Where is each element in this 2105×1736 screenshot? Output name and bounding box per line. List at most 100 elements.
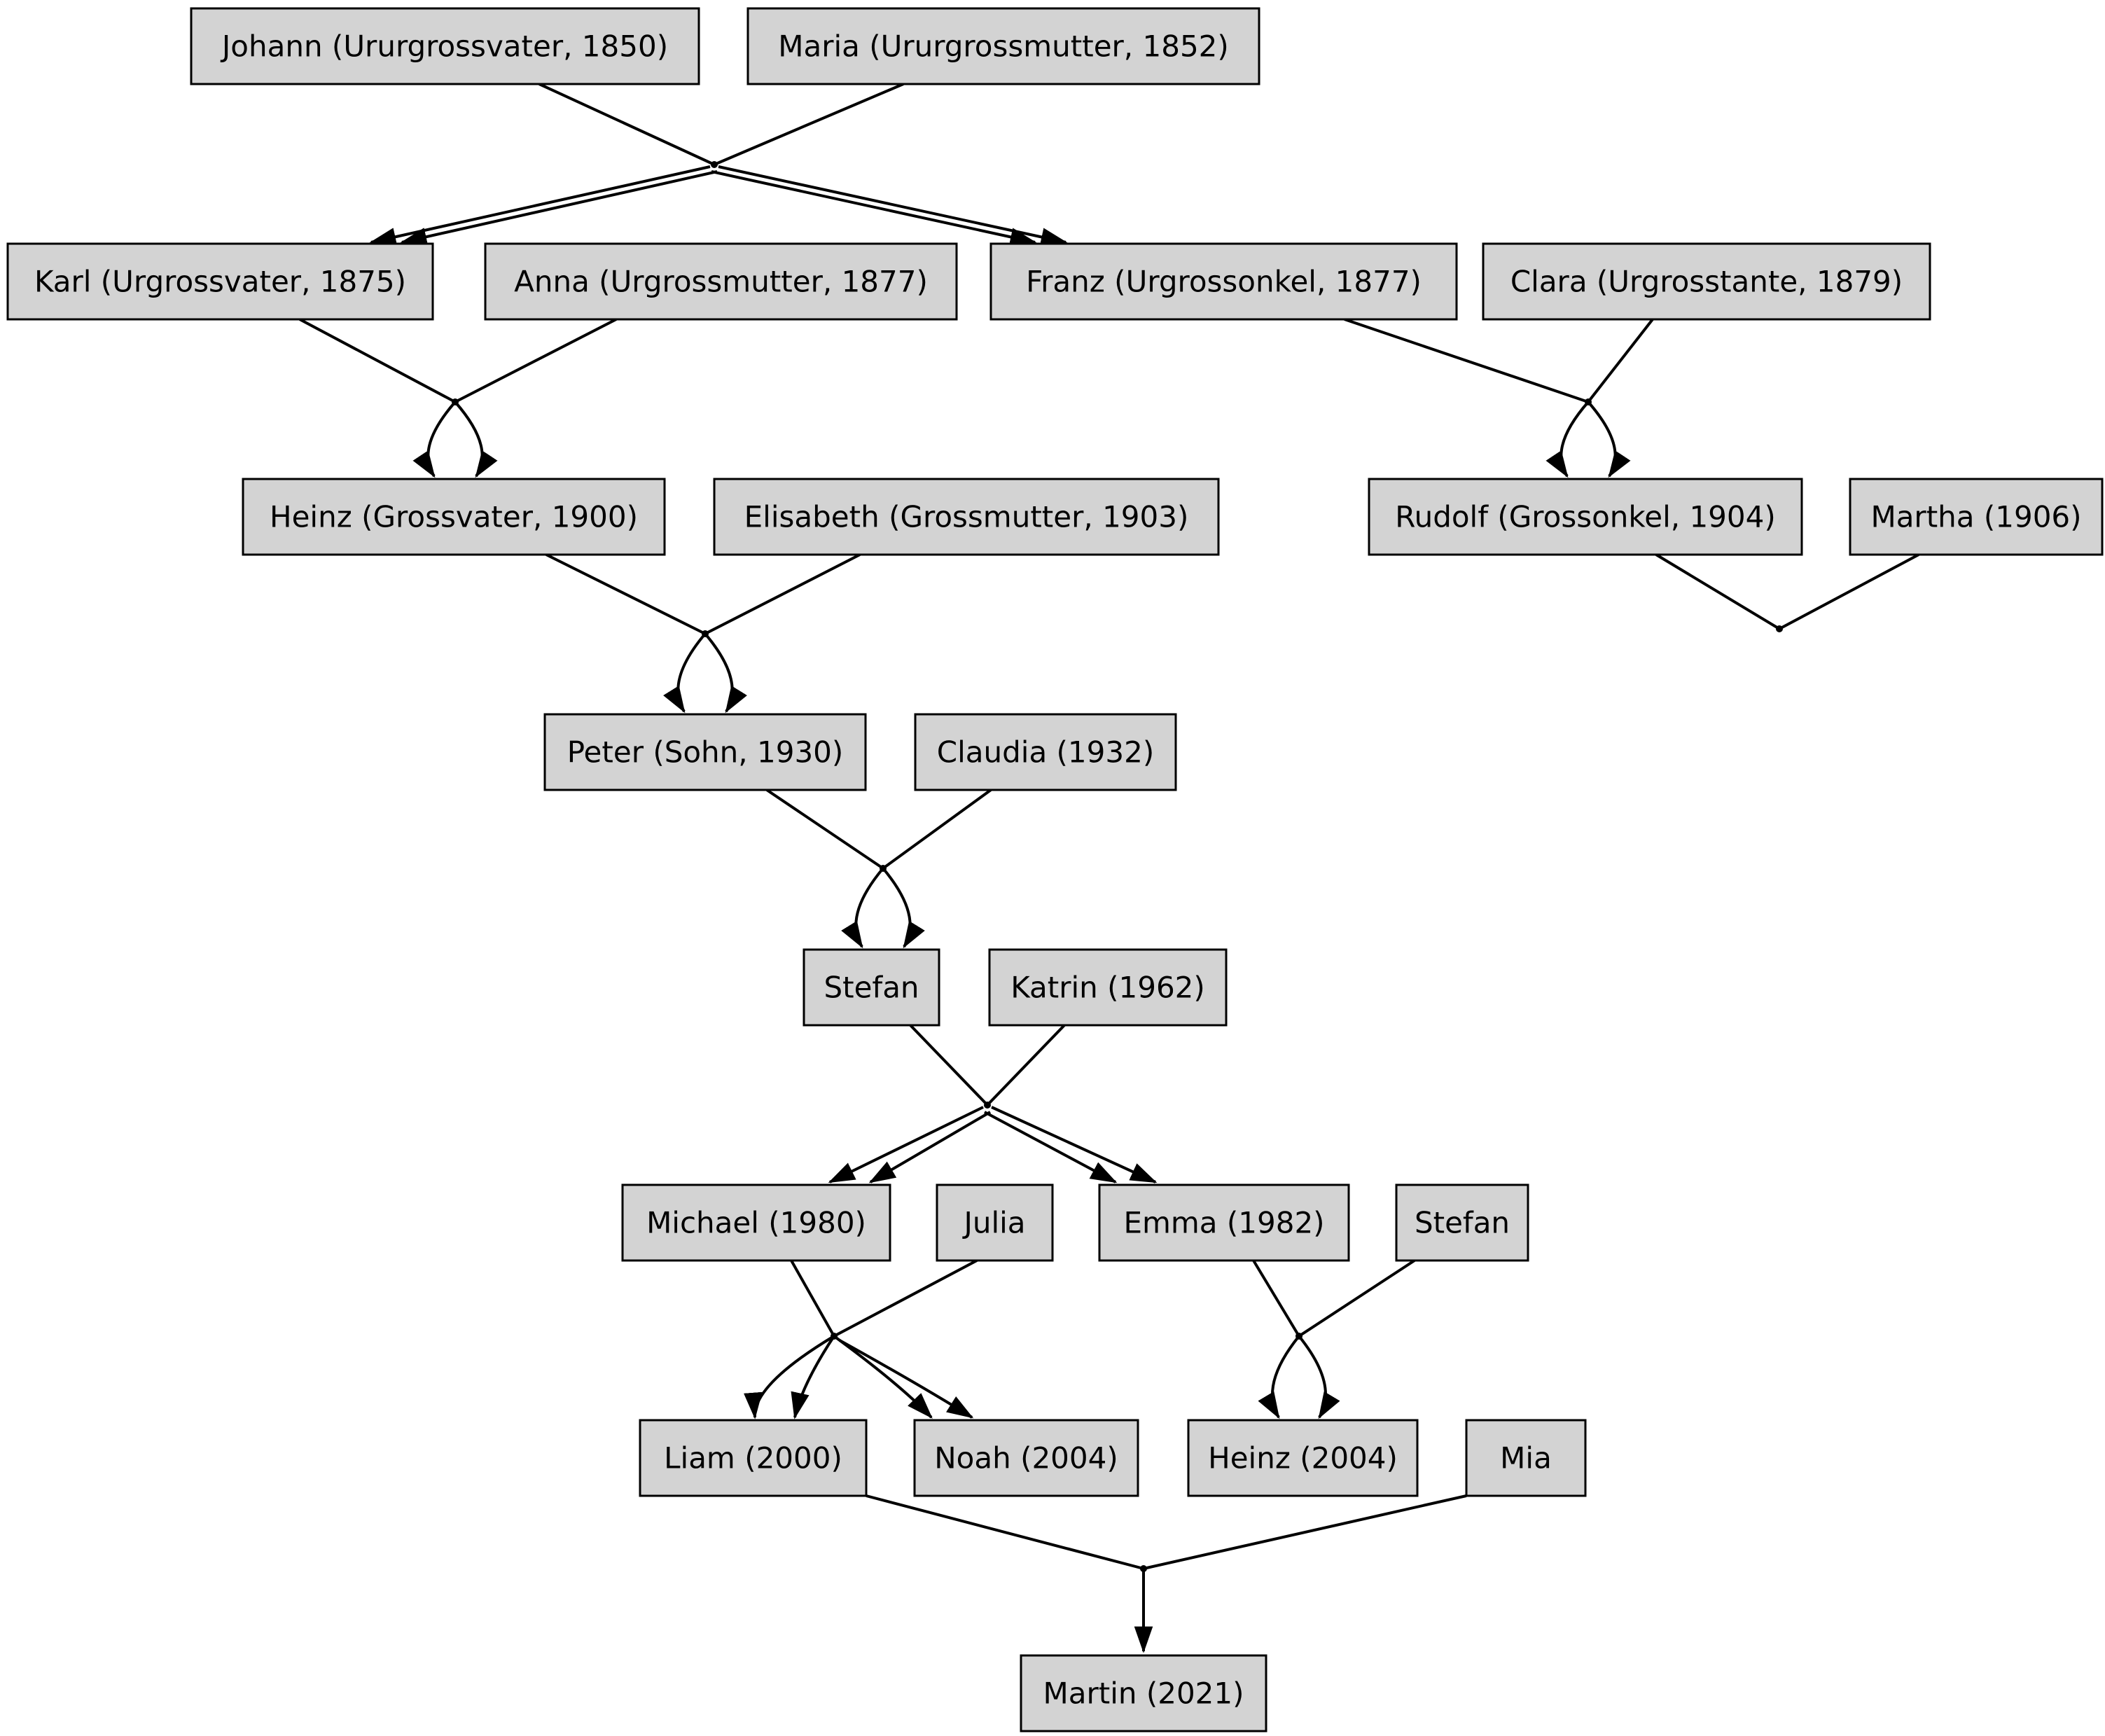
edge-katrin-to-union7 <box>986 1024 1066 1106</box>
node-box-anna <box>484 242 958 321</box>
edge-peter-to-union6 <box>765 789 884 870</box>
edge-emma-to-union9 <box>1252 1259 1300 1338</box>
edge-claudia-to-union6 <box>882 789 992 870</box>
edge-union7-to-michael-b <box>868 1111 992 1183</box>
node-box-michael <box>621 1183 891 1262</box>
edge-michael-to-union8 <box>790 1260 835 1337</box>
node-label-emma: Emma (1982) <box>1123 1206 1324 1240</box>
edge-karl-to-union2 <box>299 318 456 403</box>
node-label-liam: Liam (2000) <box>664 1441 842 1475</box>
node-label-heinz: Heinz (Grossvater, 1900) <box>270 500 638 534</box>
node-franz: Franz (Urgrossonkel, 1877) <box>989 242 1458 321</box>
edge-heinz-to-union5 <box>546 553 706 635</box>
node-stefan1: Stefan <box>803 948 940 1027</box>
edge-union7-to-emma-b <box>984 1111 1118 1183</box>
node-anna: Anna (Urgrossmutter, 1877) <box>484 242 958 321</box>
edge-franz-to-union3 <box>1344 318 1589 403</box>
node-heinz: Heinz (Grossvater, 1900) <box>242 478 666 556</box>
node-label-mia: Mia <box>1500 1441 1552 1475</box>
node-box-franz <box>989 242 1458 321</box>
edge-union6-to-stefan-b <box>882 867 925 949</box>
node-label-stefan2: Stefan <box>1415 1206 1510 1240</box>
node-label-karl: Karl (Urgrossvater, 1875) <box>34 265 406 299</box>
node-label-anna: Anna (Urgrossmutter, 1877) <box>514 265 928 299</box>
union1-point <box>711 161 718 168</box>
edge-martha-to-union4 <box>1779 553 1919 630</box>
edge-maria-to-union1 <box>714 83 904 166</box>
edge-union5-to-peter-a <box>663 632 707 714</box>
node-box-martha <box>1849 478 2104 556</box>
node-elisabeth: Elisabeth (Grossmutter, 1903) <box>713 478 1220 556</box>
node-peter: Peter (Sohn, 1930) <box>543 713 867 791</box>
node-label-claudia: Claudia (1932) <box>937 735 1154 770</box>
edge-union8-to-liam-a <box>744 1335 835 1419</box>
node-box-martin <box>1020 1654 1267 1732</box>
union4-point <box>1776 625 1783 632</box>
node-emma: Emma (1982) <box>1098 1183 1350 1262</box>
edge-elisabeth-to-union5 <box>704 553 861 635</box>
node-label-franz: Franz (Urgrossonkel, 1877) <box>1026 265 1422 299</box>
node-box-claudia <box>914 713 1177 791</box>
node-maria: Maria (Ururgrossmutter, 1852) <box>746 7 1260 85</box>
edge-union8-to-noah-b <box>839 1339 974 1419</box>
edge-union1-to-karl-a <box>369 165 711 246</box>
node-box-mia <box>1465 1419 1587 1497</box>
edge-rudolf-to-union4 <box>1655 553 1781 630</box>
node-johann: Johann (Ururgrossvater, 1850) <box>190 7 700 85</box>
node-martin: Martin (2021) <box>1020 1654 1267 1732</box>
node-box-elisabeth <box>713 478 1220 556</box>
edges-layer <box>299 83 1919 1653</box>
edge-union8-to-noah-a <box>833 1335 933 1419</box>
node-label-clara: Clara (Urgrosstante, 1879) <box>1510 265 1903 299</box>
node-martha: Martha (1906) <box>1849 478 2104 556</box>
node-karl: Karl (Urgrossvater, 1875) <box>6 242 434 321</box>
edge-union9-to-heinz2-b <box>1298 1335 1340 1419</box>
node-label-julia: Julia <box>961 1206 1025 1240</box>
node-box-maria <box>746 7 1260 85</box>
node-box-peter <box>543 713 867 791</box>
node-claudia: Claudia (1932) <box>914 713 1177 791</box>
node-label-maria: Maria (Ururgrossmutter, 1852) <box>778 29 1229 64</box>
node-label-martha: Martha (1906) <box>1870 500 2081 534</box>
edge-union1-to-karl-b <box>400 170 718 246</box>
edge-union7-to-emma-a <box>991 1106 1158 1183</box>
node-box-heinz <box>242 478 666 556</box>
edge-julia-to-union8 <box>833 1259 978 1338</box>
nodes-layer: Johann (Ururgrossvater, 1850) Maria (Urur… <box>6 7 2104 1732</box>
union7-point <box>984 1102 991 1109</box>
node-box-katrin <box>988 948 1228 1027</box>
node-label-katrin: Katrin (1962) <box>1010 971 1205 1005</box>
edge-union1-to-franz-b <box>711 170 1037 246</box>
node-rudolf: Rudolf (Grossonkel, 1904) <box>1368 478 1803 556</box>
edge-union3-to-rudolf-b <box>1587 401 1631 478</box>
node-box-karl <box>6 242 434 321</box>
node-box-emma <box>1098 1183 1350 1262</box>
node-mia: Mia <box>1465 1419 1587 1497</box>
node-label-stefan1: Stefan <box>824 971 919 1005</box>
node-label-michael: Michael (1980) <box>646 1206 866 1240</box>
node-label-elisabeth: Elisabeth (Grossmutter, 1903) <box>744 500 1189 534</box>
edge-union7-to-michael-a <box>828 1106 984 1183</box>
edge-union2-to-heinz-a <box>412 401 457 478</box>
node-box-clara <box>1482 242 1931 321</box>
node-box-noah <box>913 1419 1139 1497</box>
node-label-johann: Johann (Ururgrossvater, 1850) <box>220 29 668 64</box>
edge-union8-to-liam-b <box>791 1335 835 1419</box>
node-label-heinz2: Heinz (2004) <box>1208 1441 1398 1475</box>
node-stefan2: Stefan <box>1395 1183 1529 1262</box>
node-box-liam <box>639 1419 868 1497</box>
node-label-noah: Noah (2004) <box>934 1441 1118 1475</box>
node-heinz2: Heinz (2004) <box>1187 1419 1419 1497</box>
node-label-peter: Peter (Sohn, 1930) <box>567 735 844 770</box>
node-liam: Liam (2000) <box>639 1419 868 1497</box>
edge-stefan-to-union7 <box>909 1024 989 1106</box>
node-katrin: Katrin (1962) <box>988 948 1228 1027</box>
node-michael: Michael (1980) <box>621 1183 891 1262</box>
node-box-julia <box>936 1183 1054 1262</box>
edge-union1-to-franz-a <box>718 165 1068 246</box>
node-label-martin: Martin (2021) <box>1043 1676 1244 1711</box>
node-box-stefan2 <box>1395 1183 1529 1262</box>
node-box-heinz2 <box>1187 1419 1419 1497</box>
